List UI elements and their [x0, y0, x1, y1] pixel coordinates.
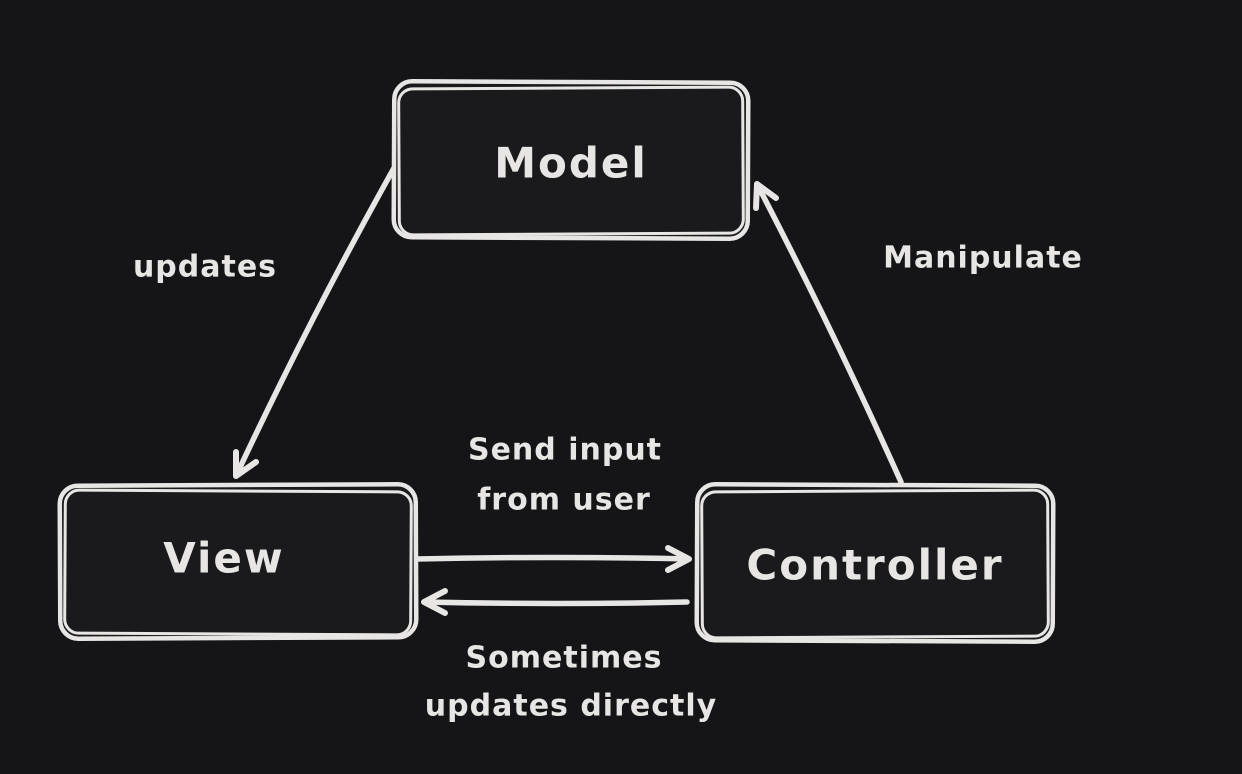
- edge-label-updates: updates: [133, 250, 277, 285]
- node-controller-box-inner: [700, 488, 1050, 640]
- node-view-box-inner: [63, 488, 413, 637]
- arrow-view-to-controller: [414, 545, 692, 573]
- node-model-box: [391, 79, 751, 241]
- edge-label-sometimes-line2: updates directly: [425, 689, 717, 724]
- arrow-model-to-view-line: [233, 165, 397, 479]
- edge-label-sometimes-line1: Sometimes: [466, 641, 663, 676]
- edge-label-sometimes-updates: Sometimes updates directly: [425, 641, 717, 724]
- edge-label-send-input: Send input from user: [468, 433, 662, 518]
- edge-label-manipulate: Manipulate: [883, 241, 1083, 276]
- arrow-controller-to-model: [753, 181, 904, 485]
- node-controller: Controller: [694, 482, 1056, 644]
- arrow-controller-to-view: [421, 588, 690, 616]
- node-model-label: Model: [494, 139, 648, 188]
- arrow-controller-to-view-head: [421, 588, 448, 616]
- edge-label-send-input-line2: from user: [477, 483, 651, 518]
- arrow-controller-to-view-line: [421, 599, 690, 607]
- node-controller-box: [694, 482, 1056, 644]
- arrow-model-to-view: [233, 165, 397, 479]
- arrow-controller-to-model-head: [753, 181, 779, 211]
- arrow-controller-to-model-line: [754, 181, 904, 485]
- arrow-model-to-view-head: [233, 449, 259, 479]
- node-model: Model: [391, 79, 751, 241]
- node-controller-label: Controller: [746, 541, 1003, 590]
- node-view: View: [57, 482, 419, 641]
- node-model-box-inner: [397, 85, 745, 237]
- arrow-view-to-controller-line: [414, 554, 692, 562]
- arrow-view-to-controller-head: [665, 545, 692, 573]
- node-view-label: View: [163, 534, 284, 583]
- edge-label-send-input-line1: Send input: [468, 433, 662, 468]
- node-view-box: [57, 482, 419, 641]
